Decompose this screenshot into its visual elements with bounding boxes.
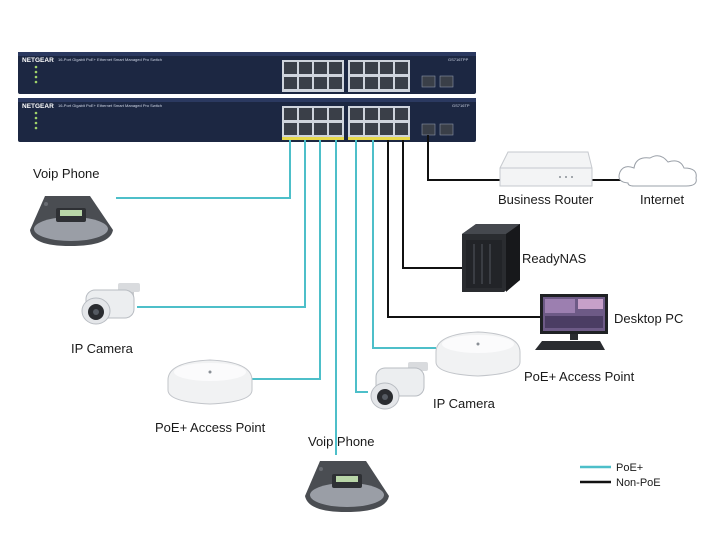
- cable-readynas: [402, 140, 462, 269]
- cable-poe-ap-2: [372, 140, 436, 349]
- switch-top: NETGEAR 16-Port Gigabit PoE+ Ethernet Sm…: [18, 52, 476, 94]
- access-point-icon: [435, 331, 521, 377]
- switch-bottom-brand: NETGEAR: [22, 103, 54, 110]
- label-poe-ap-2: PoE+ Access Point: [524, 369, 635, 384]
- label-ip-camera-2: IP Camera: [433, 396, 496, 411]
- label-voip-phone-2: Voip Phone: [308, 434, 375, 449]
- switch-top-model: GS716TPP: [448, 57, 469, 62]
- label-readynas: ReadyNAS: [522, 251, 587, 266]
- label-voip-phone-1: Voip Phone: [33, 166, 100, 181]
- legend-poe-label: PoE+: [616, 462, 643, 474]
- voip-phone-icon: [30, 196, 113, 246]
- ip-camera-icon: [81, 283, 140, 325]
- label-internet: Internet: [640, 192, 684, 207]
- switch-bottom-leds: [34, 111, 38, 130]
- cable-desktop-pc: [387, 140, 540, 318]
- switch-top-brand: NETGEAR: [22, 57, 54, 64]
- cable-ip-camera-2: [355, 140, 368, 393]
- cable-business-router: [427, 135, 500, 181]
- switch-top-port-block-right: [348, 60, 410, 92]
- ip-camera-icon: [370, 362, 428, 410]
- cloud-icon: [618, 155, 697, 187]
- switch-bottom-model: GS716TP: [452, 103, 470, 108]
- poe-cables: [116, 140, 436, 455]
- cable-voip-phone-1: [116, 140, 291, 199]
- cable-ip-camera-1: [137, 140, 306, 308]
- cable-poe-ap-1: [252, 140, 321, 380]
- switch-top-leds: [34, 65, 38, 84]
- switch-bottom-port-block-left: [282, 106, 344, 140]
- desktop-pc-icon: [535, 294, 608, 350]
- non-poe-cables: [387, 135, 624, 318]
- switch-top-sfp-ports: [421, 75, 454, 88]
- label-ip-camera-1: IP Camera: [71, 341, 134, 356]
- label-poe-ap-1: PoE+ Access Point: [155, 420, 266, 435]
- switch-top-port-block-left: [282, 60, 344, 92]
- router-icon: [499, 151, 593, 187]
- nas-icon: [462, 224, 520, 292]
- switch-bottom-port-block-right: [348, 106, 410, 140]
- access-point-icon: [167, 359, 253, 405]
- voip-phone-icon: [305, 461, 389, 512]
- switch-bottom-description: 16-Port Gigabit PoE+ Ethernet Smart Mana…: [58, 103, 162, 108]
- label-business-router: Business Router: [498, 192, 594, 207]
- legend-non-poe-label: Non-PoE: [616, 477, 661, 489]
- label-desktop-pc: Desktop PC: [614, 311, 683, 326]
- switch-top-description: 16-Port Gigabit PoE+ Ethernet Smart Mana…: [58, 57, 162, 62]
- legend: PoE+ Non-PoE: [580, 462, 661, 489]
- switch-bottom: NETGEAR 16-Port Gigabit PoE+ Ethernet Sm…: [18, 98, 476, 142]
